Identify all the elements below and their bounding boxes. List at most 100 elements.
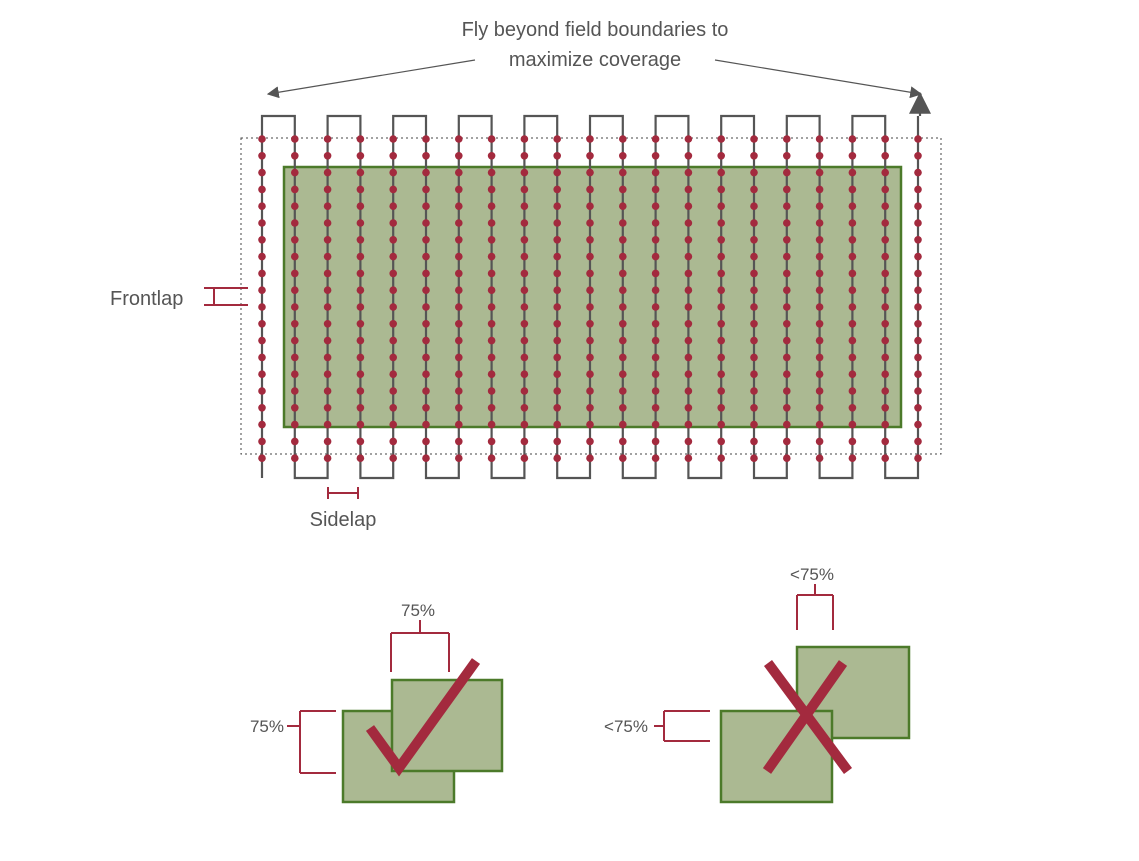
- photo-point: [586, 202, 594, 210]
- photo-point: [356, 168, 365, 177]
- photo-point: [651, 286, 660, 295]
- photo-point: [586, 437, 594, 446]
- photo-point: [520, 320, 529, 328]
- photo-point: [487, 320, 496, 328]
- photo-point: [291, 303, 299, 311]
- photo-point: [323, 420, 332, 429]
- photo-point: [323, 437, 332, 446]
- photo-point: [717, 135, 725, 143]
- photo-point: [717, 269, 725, 278]
- field-area: [282, 165, 903, 429]
- photo-point: [520, 202, 529, 210]
- photo-point: [881, 202, 889, 210]
- frontlap-bracket: [204, 287, 248, 306]
- photo-point: [619, 152, 627, 160]
- photo-point: [651, 135, 660, 143]
- photo-point: [487, 236, 496, 244]
- photo-point: [815, 286, 824, 295]
- photo-point: [422, 454, 430, 463]
- photo-point: [389, 437, 398, 446]
- photo-point: [619, 353, 627, 362]
- photo-point: [455, 269, 463, 278]
- photo-point: [520, 353, 529, 362]
- photo-point: [717, 185, 725, 194]
- photo-point: [291, 152, 299, 160]
- photo-point: [487, 370, 496, 379]
- photo-point: [258, 387, 266, 395]
- photo-point: [291, 219, 299, 227]
- photo-point: [553, 219, 561, 227]
- photo-point: [848, 336, 857, 345]
- photo-point: [651, 404, 660, 412]
- photo-point: [291, 202, 299, 210]
- photo-point: [291, 420, 299, 429]
- photo-point: [783, 437, 791, 446]
- photo-point: [651, 437, 660, 446]
- photo-point: [914, 202, 922, 210]
- photo-point: [848, 404, 857, 412]
- photo-point: [815, 219, 824, 227]
- photo-point: [717, 420, 725, 429]
- photo-point: [651, 252, 660, 261]
- photo-point: [783, 420, 791, 429]
- photo-point: [619, 185, 627, 194]
- photo-point: [422, 135, 430, 143]
- photo-point: [455, 286, 463, 295]
- photo-point: [553, 269, 561, 278]
- photo-point: [389, 303, 398, 311]
- photo-point: [586, 454, 594, 463]
- photo-point: [684, 269, 693, 278]
- photo-point: [422, 353, 430, 362]
- photo-point: [783, 252, 791, 261]
- photo-point: [291, 336, 299, 345]
- photo-point: [487, 269, 496, 278]
- photo-point: [881, 286, 889, 295]
- photo-point: [684, 236, 693, 244]
- photo-point: [356, 420, 365, 429]
- photo-point: [323, 219, 332, 227]
- photo-point: [815, 353, 824, 362]
- photo-point: [455, 320, 463, 328]
- photo-point: [291, 185, 299, 194]
- photo-point: [750, 252, 758, 261]
- photo-point: [455, 185, 463, 194]
- photo-point: [487, 219, 496, 227]
- photo-point: [619, 135, 627, 143]
- photo-point: [717, 303, 725, 311]
- photo-point: [553, 420, 561, 429]
- photo-point: [356, 202, 365, 210]
- photo-point: [750, 336, 758, 345]
- photo-point: [422, 202, 430, 210]
- photo-point: [619, 219, 627, 227]
- photo-point: [914, 336, 922, 345]
- photo-point: [848, 135, 857, 143]
- photo-point: [520, 168, 529, 177]
- photo-point: [783, 135, 791, 143]
- photo-point: [848, 286, 857, 295]
- photo-point: [455, 152, 463, 160]
- photo-point: [750, 370, 758, 379]
- photo-point: [422, 404, 430, 412]
- photo-point: [389, 286, 398, 295]
- photo-point: [815, 252, 824, 261]
- photo-point: [783, 152, 791, 160]
- sidelap-label: Sidelap: [310, 509, 377, 531]
- photo-point: [422, 168, 430, 177]
- photo-point: [291, 252, 299, 261]
- photo-point: [586, 168, 594, 177]
- right-coverage-arrow: [714, 59, 923, 99]
- photo-point: [455, 437, 463, 446]
- photo-point: [815, 185, 824, 194]
- photo-point: [586, 286, 594, 295]
- photo-point: [881, 185, 889, 194]
- photo-point: [291, 387, 299, 395]
- photo-point: [422, 152, 430, 160]
- bad-vertical-bracket: [654, 710, 710, 742]
- photo-point: [455, 353, 463, 362]
- photo-point: [520, 286, 529, 295]
- photo-point: [815, 370, 824, 379]
- photo-point: [487, 454, 496, 463]
- photo-point: [356, 269, 365, 278]
- photo-point: [750, 168, 758, 177]
- photo-point: [586, 336, 594, 345]
